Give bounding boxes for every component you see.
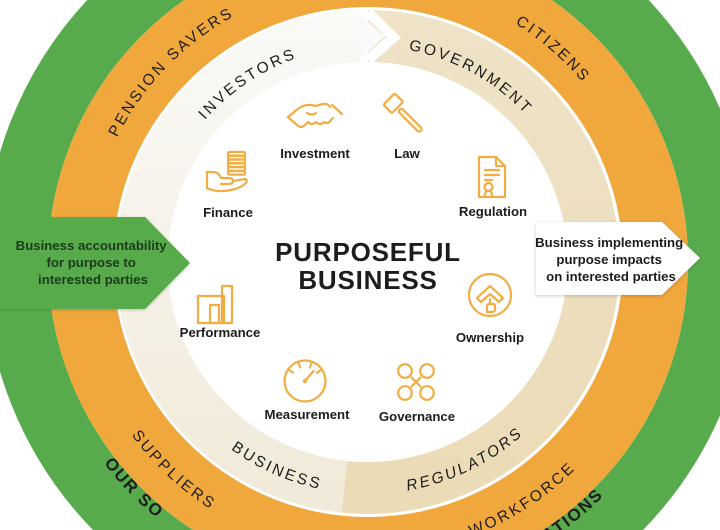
inner-ring-chevron-gap bbox=[364, 8, 401, 64]
roof-hand-circle-icon bbox=[467, 272, 513, 318]
center-title-line2: BUSINESS bbox=[298, 265, 437, 295]
bar-chart-icon bbox=[196, 284, 234, 325]
icon-label-performance: Performance bbox=[180, 325, 261, 340]
icon-label-investment: Investment bbox=[280, 146, 350, 161]
handshake-icon bbox=[286, 102, 344, 129]
right-arrow-text: Business implementing purpose impacts on… bbox=[535, 235, 687, 284]
gauge-icon bbox=[283, 359, 327, 403]
hand-coins-icon bbox=[205, 150, 248, 193]
gavel-icon bbox=[382, 92, 423, 133]
inner-ring-arrowhead bbox=[358, 13, 385, 60]
connected-circles-icon bbox=[397, 363, 435, 401]
icon-label-regulation: Regulation bbox=[459, 204, 527, 219]
right-impact-arrow: Business implementing purpose impacts on… bbox=[535, 222, 700, 295]
icon-label-finance: Finance bbox=[203, 205, 253, 220]
left-arrow-shape bbox=[0, 217, 190, 309]
certificate-icon bbox=[477, 155, 507, 199]
icon-label-measurement: Measurement bbox=[264, 407, 350, 422]
left-arrow-text: Business accountability for purpose to i… bbox=[16, 238, 171, 287]
right-arrow-shape bbox=[536, 222, 700, 295]
center-title-line1: PURPOSEFUL bbox=[275, 237, 461, 267]
icon-label-governance: Governance bbox=[379, 409, 455, 424]
left-accountability-arrow: Business accountability for purpose to i… bbox=[0, 217, 190, 309]
icon-label-law: Law bbox=[394, 146, 420, 161]
icon-label-ownership: Ownership bbox=[456, 330, 524, 345]
